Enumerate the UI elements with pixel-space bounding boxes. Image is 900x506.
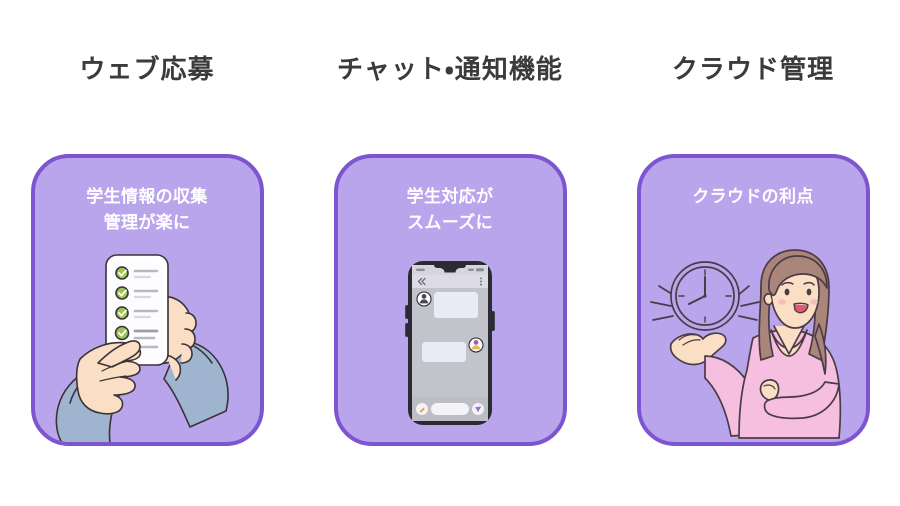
phone-notch — [434, 265, 466, 273]
feature-column-web-application: ウェブ応募 学生情報の収集 管理が楽に — [30, 48, 264, 446]
ear — [763, 293, 773, 306]
card-caption-web-application: 学生情報の収集 管理が楽に — [86, 184, 207, 237]
card-caption-line1: クラウドの利点 — [692, 187, 814, 206]
card-caption-line1: 学生対応が — [406, 187, 494, 206]
eyebrows — [781, 281, 815, 286]
illustration-woman-presenting-clock — [641, 244, 866, 442]
resting-hand — [759, 379, 780, 401]
chat-header-bar — [412, 275, 488, 288]
volume-button — [405, 305, 409, 319]
incoming-message-bubble — [434, 292, 478, 318]
eyes — [784, 288, 812, 296]
card-caption-line2: 管理が楽に — [103, 213, 191, 233]
hair-fringe — [768, 255, 828, 297]
card-caption-line2: スムーズに — [407, 213, 493, 233]
column-heading-cloud-management: クラウド管理 — [671, 54, 835, 85]
checklist — [114, 266, 158, 349]
hands-phone-checklist-svg — [55, 254, 229, 442]
woman-clock-svg — [650, 249, 842, 439]
illustration-hands-holding-phone-checklist — [35, 244, 260, 442]
neckline — [770, 329, 808, 357]
chat-text-input — [431, 403, 469, 415]
illustration-smartphone-chat-screen — [338, 244, 563, 442]
column-heading-chat-notification: チャット・通知機能 — [337, 54, 563, 85]
power-button — [491, 311, 495, 331]
column-heading-web-application: ウェブ応募 — [79, 54, 215, 85]
hair-strand — [814, 323, 827, 375]
attach-pencil-icon — [416, 403, 428, 415]
volume-button — [405, 323, 409, 337]
open-palm-hand — [669, 332, 727, 366]
kebab-menu-icon — [480, 277, 482, 286]
feature-column-chat-notification: チャット・通知機能 学生対応が スムーズに — [333, 48, 567, 446]
feature-card-cloud-management[interactable]: クラウドの利点 — [636, 154, 870, 446]
blush — [778, 299, 818, 305]
smartphone-chat-svg — [405, 261, 495, 425]
mouth — [793, 302, 809, 314]
lower-arm — [763, 381, 840, 420]
status-bar-icons — [416, 268, 484, 272]
pointing-index-finger — [96, 340, 141, 368]
feature-card-chat-notification[interactable]: 学生対応が スムーズに — [333, 154, 567, 446]
feature-card-web-application[interactable]: 学生情報の収集 管理が楽に — [30, 154, 264, 446]
feature-column-cloud-management: クラウド管理 クラウドの利点 — [636, 48, 870, 446]
outgoing-message-bubble — [422, 342, 466, 362]
card-caption-cloud-management: クラウドの利点 — [692, 184, 813, 210]
card-caption-line1: 学生情報の収集 — [86, 187, 208, 206]
card-caption-chat-notification: 学生対応が スムーズに — [407, 184, 494, 237]
back-double-chevron-icon — [417, 277, 426, 286]
wall-clock-icon — [670, 261, 740, 331]
